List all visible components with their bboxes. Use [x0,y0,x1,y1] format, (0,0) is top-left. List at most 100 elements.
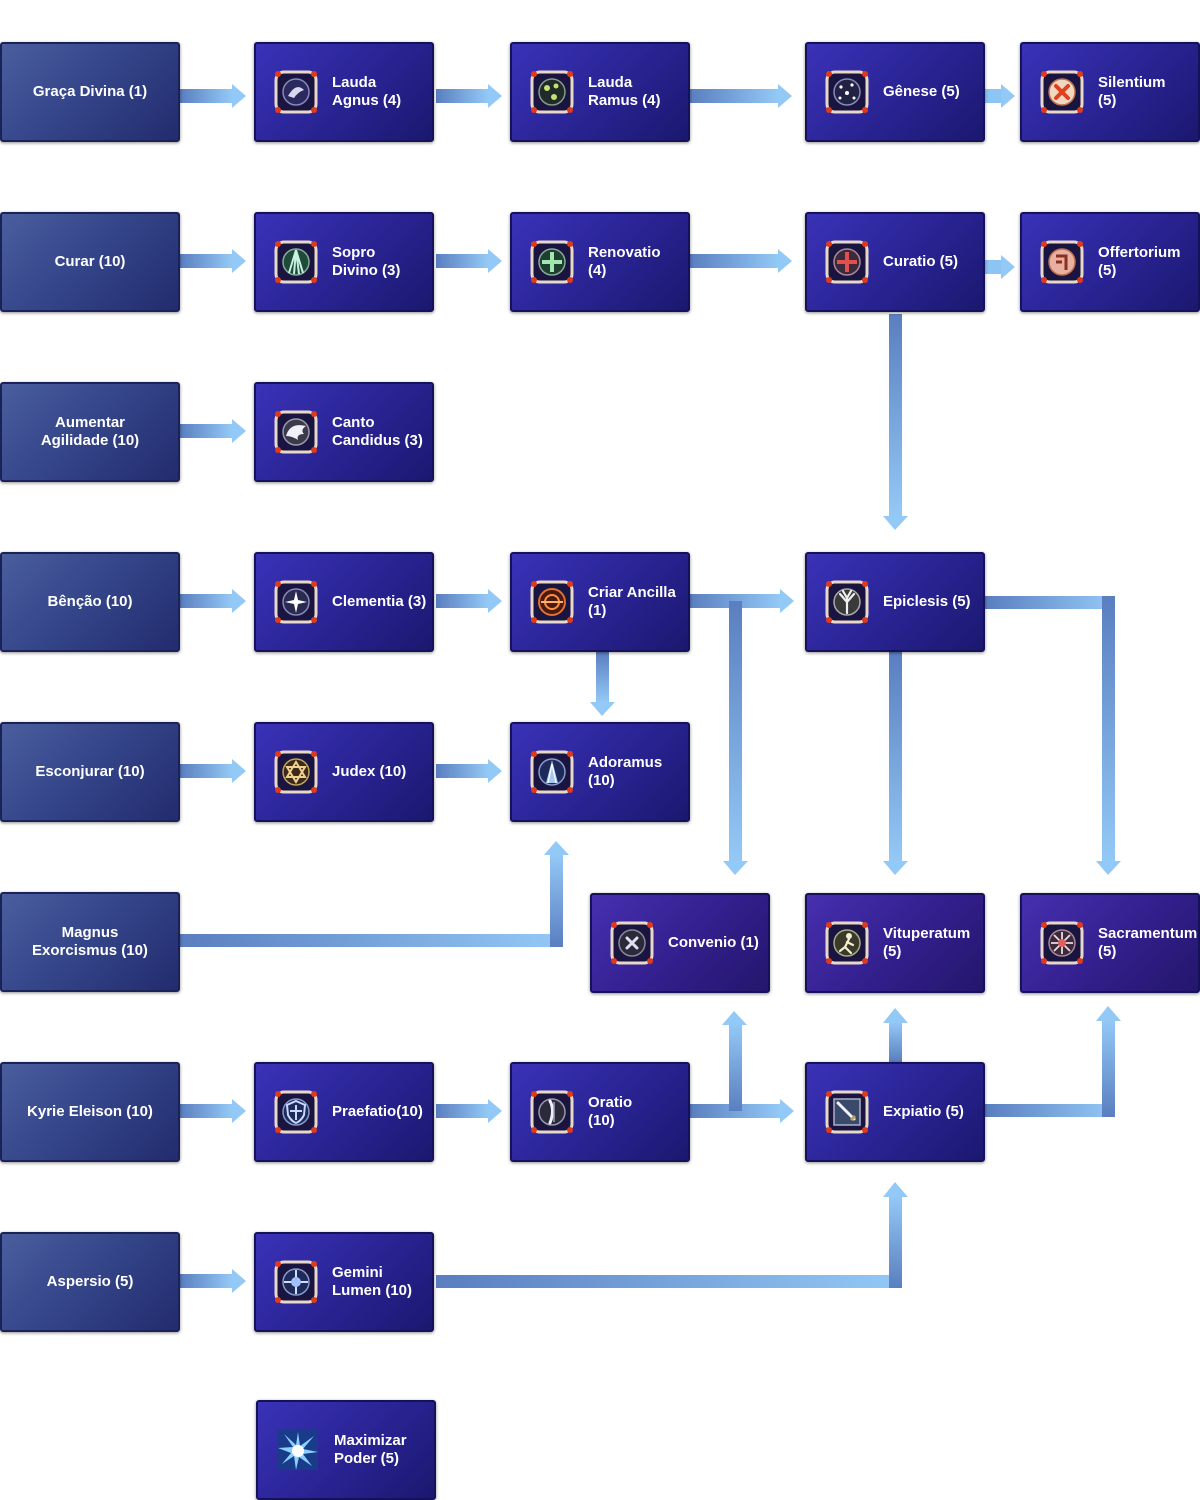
node-label-line: Canto [332,414,375,431]
angel-icon [530,750,574,794]
arrow-lauda-ramus-genese [690,84,792,108]
arrow-aspersio-gemini [180,1269,246,1293]
node-label-line: Vituperatum [883,925,971,942]
branch-spirit-icon [530,70,574,114]
arrow-expiatio-vituperatum [883,1008,908,1062]
node-label-line: Praefatio(10) [332,1103,423,1120]
node-kyrie-eleison[interactable]: Kyrie Eleison (10) [0,1062,180,1162]
node-label-line: Convenio (1) [668,934,759,951]
arrow-expiatio-sacramentum [985,1006,1121,1117]
node-label-line: Esconjurar (10) [35,763,145,780]
node-label: Adoramus(10) [588,754,662,790]
node-label-line: Curatio (5) [883,253,958,270]
node-curar[interactable]: Curar (10) [0,212,180,312]
sparkle-icon [274,580,318,624]
flame-orb-icon [530,580,574,624]
node-label: Sacramentum(5) [1098,925,1197,961]
x-rune-icon [610,921,654,965]
node-label: Praefatio(10) [332,1103,423,1121]
node-label: Vituperatum(5) [883,925,970,961]
node-label-line: Expiatio (5) [883,1103,964,1120]
node-label-line: Lauda [332,74,377,91]
light-beams-icon [274,240,318,284]
node-label-line: (5) [1098,92,1117,109]
node-label-line: Silentium [1098,74,1166,91]
node-offertorium[interactable]: Offertorium(5) [1020,212,1200,312]
wing-icon [274,410,318,454]
node-criar-ancilla[interactable]: Criar Ancilla(1) [510,552,690,652]
node-label-line: Renovatio [588,244,661,261]
arrow-criar-ancilla-adoramus [590,652,615,716]
node-label-line: Oratio [588,1094,633,1111]
node-curatio[interactable]: Curatio (5) [805,212,985,312]
node-label: Judex (10) [332,763,406,781]
node-label-line: Candidus (3) [332,432,423,449]
node-genese[interactable]: Gênese (5) [805,42,985,142]
node-clementia[interactable]: Clementia (3) [254,552,434,652]
node-graca-divina[interactable]: Graça Divina (1) [0,42,180,142]
node-label-line: (10) [588,772,615,789]
arrow-esconjurar-judex [180,759,246,783]
node-label-line: Aumentar [54,414,125,431]
node-sacramentum[interactable]: Sacramentum(5) [1020,893,1200,993]
node-label-line: Agilidade (10) [40,432,140,449]
node-aspersio[interactable]: Aspersio (5) [0,1232,180,1332]
node-praefatio[interactable]: Praefatio(10) [254,1062,434,1162]
arrow-clementia-criar-ancilla [436,589,502,613]
node-label-line: Exorcismus (10) [32,942,148,959]
arrow-kyrie-praefatio [180,1099,246,1123]
node-esconjurar[interactable]: Esconjurar (10) [0,722,180,822]
node-label-line: Criar Ancilla [588,584,676,601]
node-label: Kyrie Eleison (10) [27,1103,153,1121]
tree-icon [825,580,869,624]
node-label: Oratio(10) [588,1094,632,1130]
node-convenio[interactable]: Convenio (1) [590,893,770,993]
node-judex[interactable]: Judex (10) [254,722,434,822]
sword-icon [825,1090,869,1134]
node-label-line: Judex (10) [332,763,407,780]
node-label: Curar (10) [55,253,126,271]
node-oratio[interactable]: Oratio(10) [510,1062,690,1162]
node-vituperatum[interactable]: Vituperatum(5) [805,893,985,993]
node-label: Silentium(5) [1098,74,1166,110]
arrow-renovatio-curatio [690,249,792,273]
node-label-line: Gênese (5) [883,83,960,100]
arrow-curatio-offertorium [985,255,1015,279]
arrow-epiclesis-vituperatum [883,652,908,875]
arrow-judex-adoramus [436,759,502,783]
node-label-line: Aspersio (5) [46,1273,134,1290]
node-label: Curatio (5) [883,253,958,271]
node-label-line: Divino (3) [332,262,401,279]
node-renovatio[interactable]: Renovatio(4) [510,212,690,312]
cross-mark-icon [1040,70,1084,114]
node-adoramus[interactable]: Adoramus(10) [510,722,690,822]
arrow-branch-convenio [723,601,748,875]
burst-icon [1040,921,1084,965]
candle-icon [530,1090,574,1134]
node-silentium[interactable]: Silentium(5) [1020,42,1200,142]
node-expiatio[interactable]: Expiatio (5) [805,1062,985,1162]
node-epiclesis[interactable]: Epiclesis (5) [805,552,985,652]
node-label: Graça Divina (1) [33,83,147,101]
node-label-line: (5) [1098,943,1117,960]
arrow-lauda-agnus-lauda-ramus [436,84,502,108]
node-label-line: (5) [1098,262,1117,279]
node-label-line: Sopro [332,244,376,261]
node-label-line: Graça Divina (1) [32,83,148,100]
node-bencao[interactable]: Bênção (10) [0,552,180,652]
arrow-gemini-expiatio [436,1182,908,1288]
node-label-line: Lauda [588,74,633,91]
node-label: Esconjurar (10) [35,763,144,781]
